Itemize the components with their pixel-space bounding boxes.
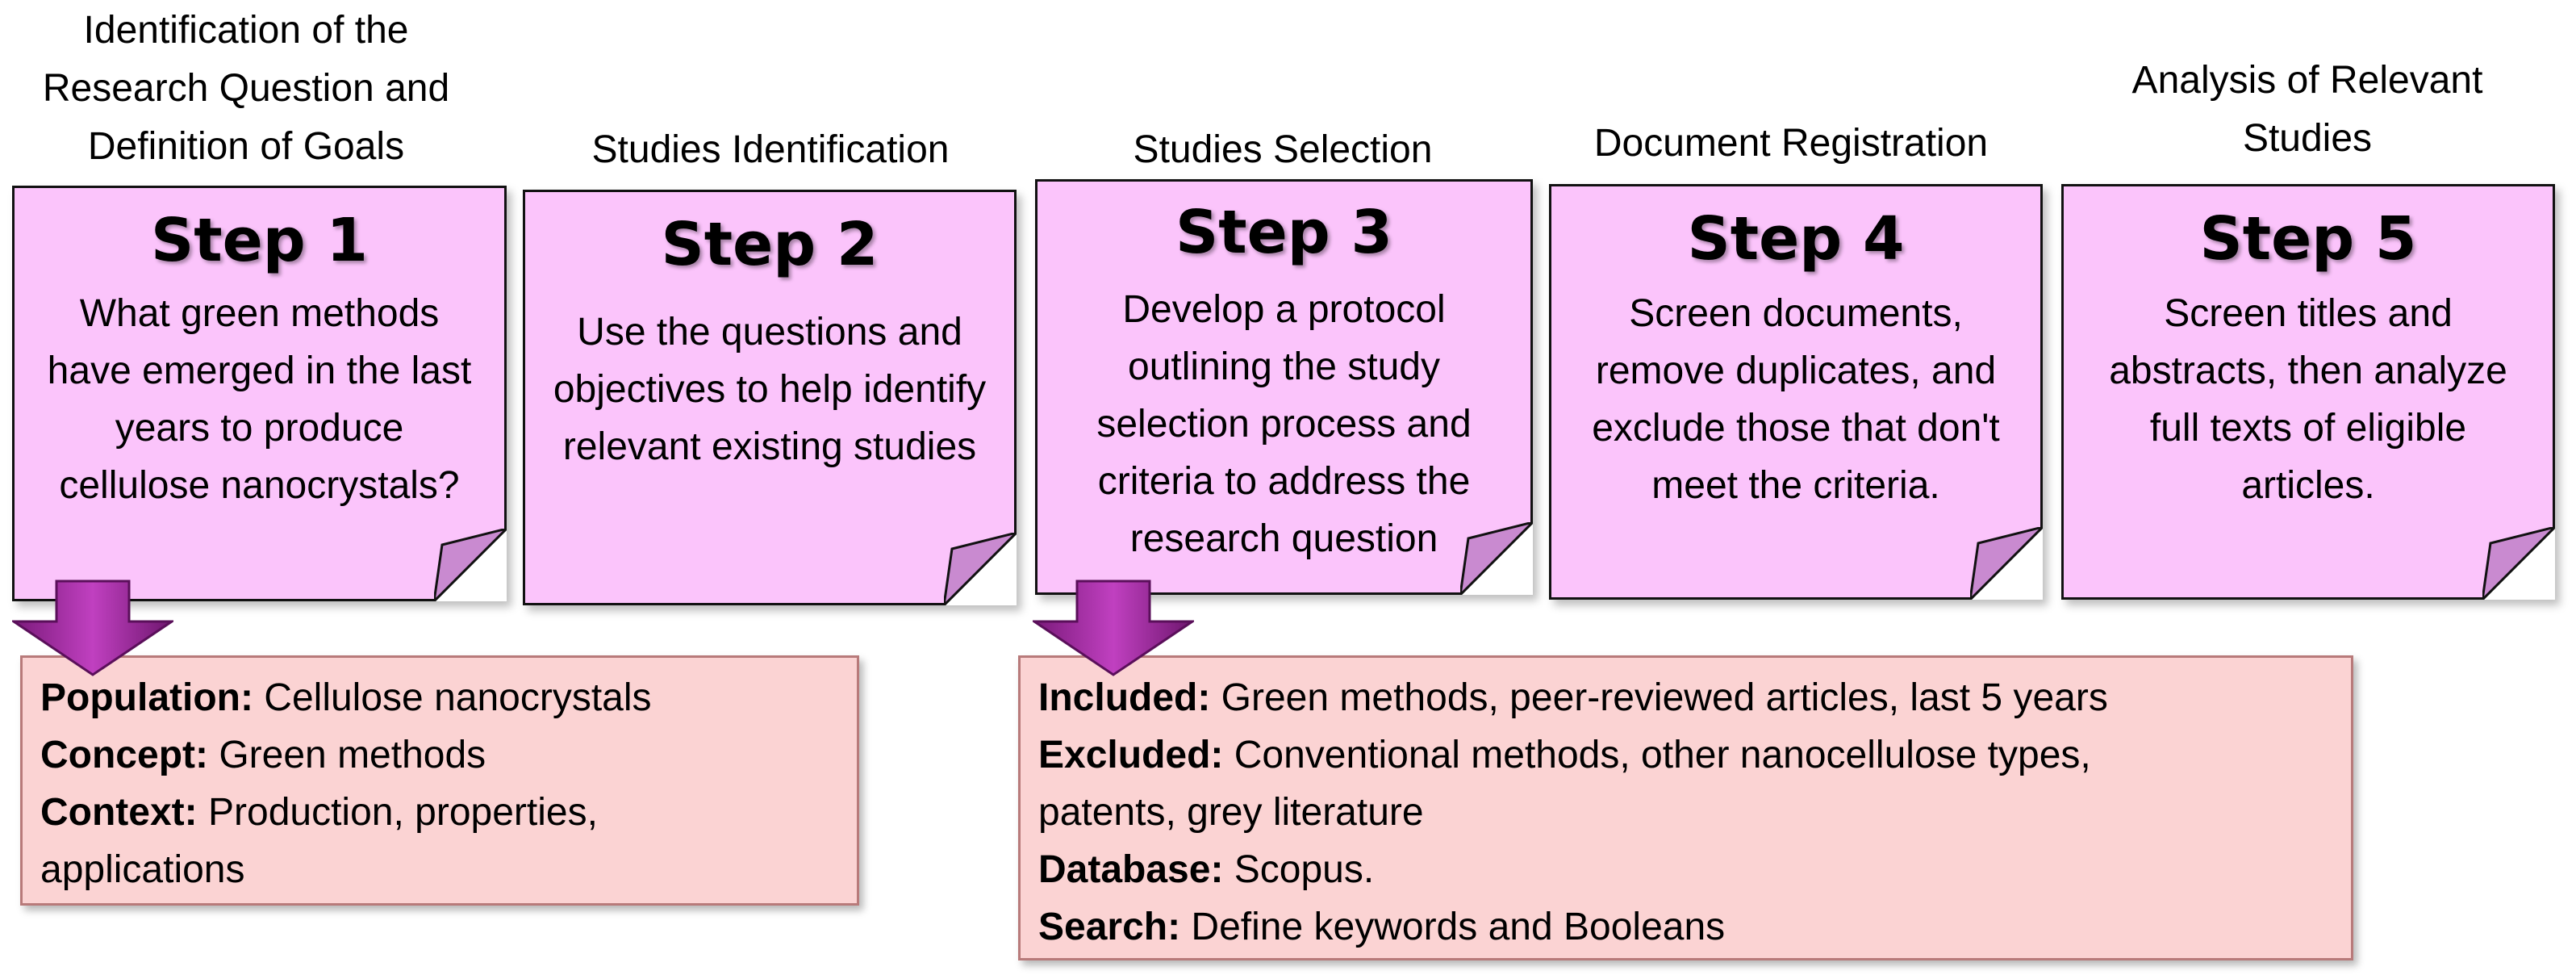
step-2-title: Step 2 bbox=[661, 210, 879, 279]
page-curl-icon bbox=[2482, 527, 2555, 600]
detail-included: Included: Green methods, peer-reviewed a… bbox=[1038, 669, 2335, 726]
detail-excluded: Excluded: Conventional methods, other na… bbox=[1038, 726, 2224, 841]
step-5-title: Step 5 bbox=[2199, 204, 2417, 274]
step-1-title: Step 1 bbox=[150, 206, 369, 275]
detail-label: Search: bbox=[1038, 906, 1181, 948]
detail-label: Included: bbox=[1038, 676, 1211, 719]
step-3-details: Included: Green methods, peer-reviewed a… bbox=[1018, 655, 2353, 960]
detail-database: Database: Scopus. bbox=[1038, 841, 2335, 898]
page-curl-icon bbox=[434, 529, 507, 601]
step-5-text: Screen titles and abstracts, then analyz… bbox=[2109, 292, 2507, 507]
heading-step-3: Studies Selection bbox=[1025, 121, 1541, 179]
heading-step-1-text: Identification of the Research Question … bbox=[42, 9, 450, 168]
detail-search: Search: Define keywords and Booleans bbox=[1038, 898, 2335, 956]
step-4-title: Step 4 bbox=[1687, 204, 1905, 274]
step-2-note: Step 2 Use the questions and objectives … bbox=[523, 190, 1017, 605]
detail-label: Context: bbox=[40, 791, 198, 834]
detail-concept: Concept: Green methods bbox=[40, 726, 841, 784]
heading-step-2: Studies Identification bbox=[516, 121, 1025, 179]
page-curl-icon bbox=[1460, 522, 1533, 595]
detail-value: Cellulose nanocrystals bbox=[253, 676, 652, 719]
heading-step-4-text: Document Registration bbox=[1593, 122, 1989, 165]
arrow-down-icon bbox=[12, 580, 173, 676]
step-2-text: Use the questions and objectives to help… bbox=[553, 311, 987, 468]
step-1-text: What green methods have emerged in the l… bbox=[47, 292, 472, 507]
heading-step-5-text: Analysis of Relevant Studies bbox=[2131, 59, 2483, 160]
detail-context: Context: Production, properties, applica… bbox=[40, 784, 734, 898]
step-3-text: Develop a protocol outlining the study s… bbox=[1096, 288, 1472, 560]
detail-value: Conventional methods, other nanocellulos… bbox=[1038, 734, 2091, 834]
heading-step-5: Analysis of Relevant Studies bbox=[2065, 52, 2549, 168]
heading-step-3-text: Studies Selection bbox=[1133, 128, 1433, 171]
heading-step-4: Document Registration bbox=[1533, 115, 2049, 173]
step-4-note: Step 4 Screen documents, remove duplicat… bbox=[1549, 184, 2043, 600]
detail-value: Scopus. bbox=[1223, 848, 1375, 891]
detail-label: Population: bbox=[40, 676, 253, 719]
step-3-title: Step 3 bbox=[1175, 198, 1393, 267]
detail-value: Define keywords and Booleans bbox=[1180, 906, 1726, 948]
detail-value: Green methods bbox=[207, 734, 486, 776]
heading-step-1: Identification of the Research Question … bbox=[16, 2, 476, 176]
page-curl-icon bbox=[1970, 527, 2043, 600]
step-1-details: Population: Cellulose nanocrystals Conce… bbox=[20, 655, 859, 906]
page-curl-icon bbox=[944, 533, 1017, 605]
heading-step-2-text: Studies Identification bbox=[591, 128, 950, 171]
detail-label: Concept: bbox=[40, 734, 208, 776]
arrow-down-icon bbox=[1033, 580, 1194, 676]
step-4-text: Screen documents, remove duplicates, and… bbox=[1592, 292, 2000, 507]
detail-label: Database: bbox=[1038, 848, 1224, 891]
detail-value: Production, properties, applications bbox=[40, 791, 598, 891]
step-3-note: Step 3 Develop a protocol outlining the … bbox=[1035, 179, 1533, 595]
step-5-note: Step 5 Screen titles and abstracts, then… bbox=[2061, 184, 2555, 600]
detail-value: Green methods, peer-reviewed articles, l… bbox=[1210, 676, 2108, 719]
detail-population: Population: Cellulose nanocrystals bbox=[40, 669, 841, 726]
detail-label: Excluded: bbox=[1038, 734, 1224, 776]
step-1-note: Step 1 What green methods have emerged i… bbox=[12, 186, 507, 601]
